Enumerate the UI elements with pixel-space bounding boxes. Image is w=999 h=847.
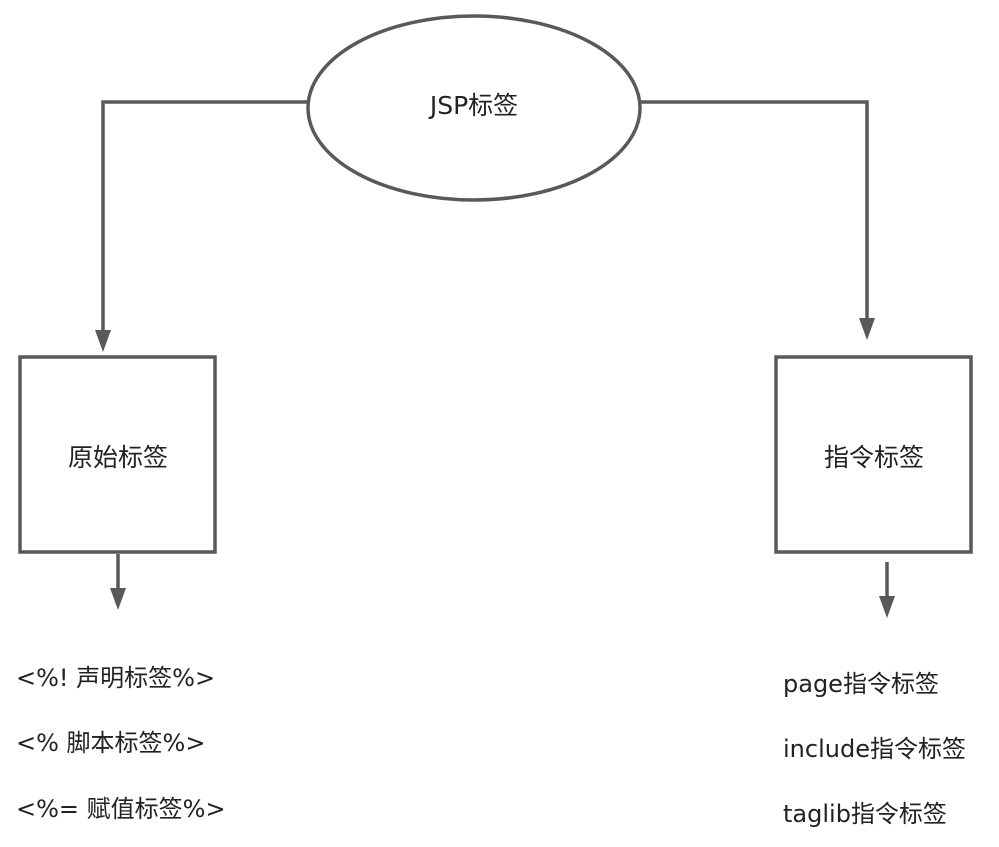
right-list-item-1: page指令标签 [783, 670, 939, 698]
arrow-head-left-list [110, 588, 126, 610]
right-node-shape [774, 355, 973, 554]
arrow-head-right-box [859, 318, 875, 340]
connector-root-to-left [101, 100, 307, 330]
right-node-label: 指令标签 [823, 443, 925, 472]
arrow-head-left-box [95, 330, 111, 352]
right-list-item-3: taglib指令标签 [783, 800, 947, 828]
left-list-item-3: <%= 赋值标签%> [16, 795, 226, 823]
left-list-item-2: <% 脚本标签%> [16, 729, 206, 757]
left-node-shape [18, 355, 217, 554]
arrow-head-right-list [879, 596, 895, 618]
root-node-shape [306, 14, 642, 202]
connector-root-to-right [641, 100, 869, 318]
root-node-label: JSP标签 [429, 91, 519, 120]
left-node-label: 原始标签 [67, 443, 169, 472]
left-list-item-1: <%! 声明标签%> [16, 664, 216, 692]
right-list-item-2: include指令标签 [783, 735, 966, 763]
